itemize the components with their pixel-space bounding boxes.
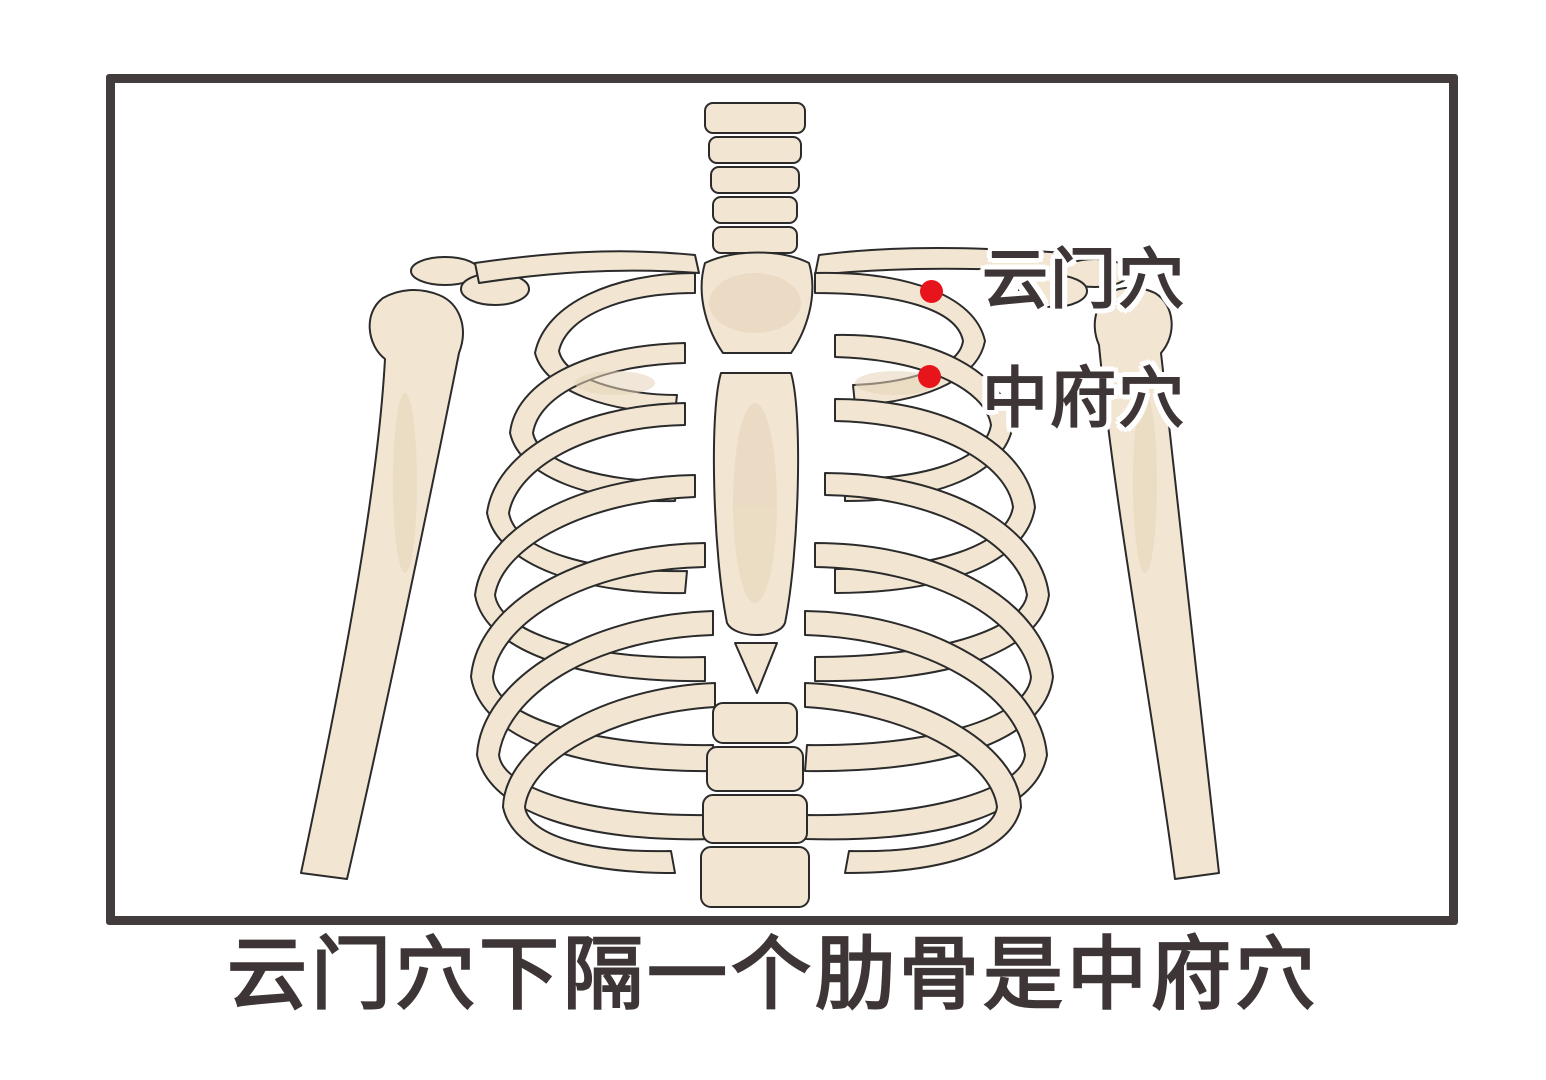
diagram-caption: 云门穴下隔一个肋骨是中府穴: [227, 928, 1319, 1021]
left-humerus: [300, 289, 464, 880]
left-clavicle: [474, 250, 700, 284]
right-acromion: [1018, 274, 1088, 308]
yunmen-point-label: 云门穴: [982, 241, 1186, 318]
right-ribs: [804, 271, 1054, 874]
xiphoid: [734, 642, 778, 694]
zhongfu-point-label: 中府穴: [982, 360, 1186, 437]
left-ribs: [470, 272, 716, 874]
zhongfu-point-marker: [918, 365, 941, 388]
right-clavicle: [814, 247, 1066, 276]
ribcage-skeleton-illustration: [300, 102, 1220, 908]
right-humerus: [1093, 286, 1220, 880]
illustration-frame: 云门穴 中府穴: [106, 74, 1458, 925]
spine: [700, 102, 810, 908]
yunmen-point-marker: [920, 280, 943, 303]
